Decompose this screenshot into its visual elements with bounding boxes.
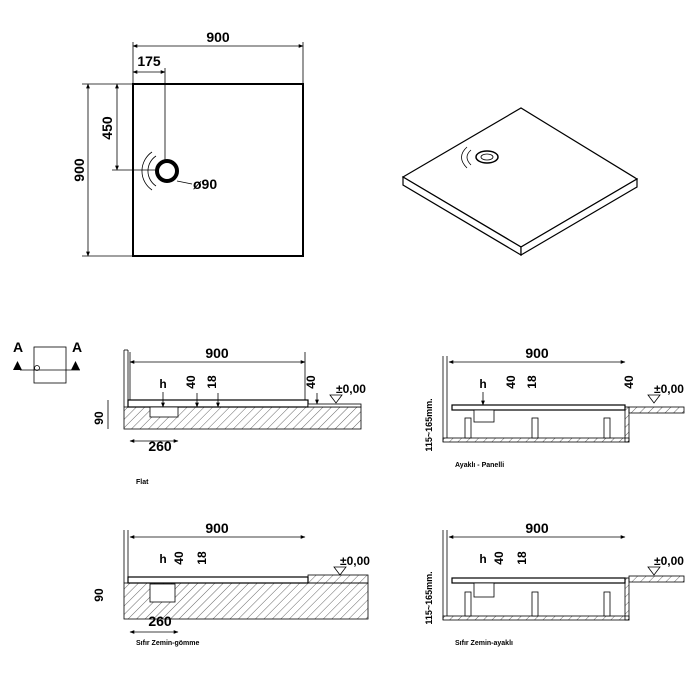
- ayakli-40: 40: [492, 551, 506, 565]
- gomme-260: 260: [148, 613, 172, 629]
- plan-depth-label: 900: [71, 158, 87, 182]
- flat-caption: Flat: [136, 479, 149, 486]
- section-flat: 900 h 40 18 40 ±0,00 90 260 Flat: [92, 345, 366, 486]
- panel-level: ±0,00: [654, 382, 684, 396]
- flat-width-label: 900: [205, 345, 229, 361]
- flat-h-label: h: [159, 377, 166, 391]
- iso-drain-icon: [461, 146, 499, 169]
- ayakli-level: ±0,00: [654, 554, 684, 568]
- section-letter-left: A: [13, 339, 23, 355]
- panel-40a: 40: [504, 375, 518, 389]
- ayakli-h: h: [479, 552, 486, 566]
- ayakli-height-range: 115~165mm.: [424, 571, 434, 624]
- plan-view: 900 175 900 450 ø90: [71, 29, 304, 257]
- gomme-caption: Sıfır Zemin-gömme: [136, 640, 200, 647]
- flat-40a: 40: [184, 375, 198, 389]
- plan-drain-offset-x: 175: [137, 53, 161, 69]
- flat-90: 90: [92, 411, 106, 425]
- isometric-view: [401, 107, 639, 257]
- section-ayakli-panelli: 900 h 40 18 40 ±0,00 115~165mm. Ayaklı -…: [424, 345, 685, 469]
- iso-top-face: [401, 107, 639, 248]
- flat-level: ±0,00: [336, 382, 366, 396]
- gomme-18: 18: [195, 551, 209, 565]
- gomme-level: ±0,00: [340, 554, 370, 568]
- ayakli-width: 900: [525, 520, 549, 536]
- panel-18: 18: [525, 375, 539, 389]
- plan-drain-offset-y: 450: [99, 116, 115, 140]
- panel-caption: Ayaklı - Panelli: [455, 462, 504, 469]
- section-sifir-zemin-gomme: 900 h 40 18 ±0,00 90 260 Sıfır Zemin-göm…: [92, 520, 370, 647]
- gomme-40: 40: [172, 551, 186, 565]
- panel-width: 900: [525, 345, 549, 361]
- ayakli-caption: Sıfır Zemin-ayaklı: [455, 640, 513, 647]
- panel-40b: 40: [622, 375, 636, 389]
- flat-18: 18: [205, 375, 219, 389]
- ayakli-18: 18: [515, 551, 529, 565]
- gomme-90: 90: [92, 588, 106, 602]
- gomme-width: 900: [205, 520, 229, 536]
- support-legs: [464, 417, 611, 439]
- section-letter-right: A: [72, 339, 82, 355]
- flat-260: 260: [148, 438, 172, 454]
- section-sifir-zemin-ayakli: 900 h 40 18 ±0,00 115~165mm. Sıfır Zemin…: [424, 520, 685, 647]
- section-marker: A A: [13, 339, 82, 384]
- drain-icon: [141, 151, 193, 191]
- flat-40b: 40: [304, 375, 318, 389]
- plan-width-label: 900: [206, 29, 230, 45]
- gomme-h: h: [159, 552, 166, 566]
- panel-h: h: [479, 377, 486, 391]
- support-legs-2: [464, 591, 611, 617]
- plan-drain-diameter: ø90: [193, 176, 217, 192]
- panel-height-range: 115~165mm.: [424, 398, 434, 451]
